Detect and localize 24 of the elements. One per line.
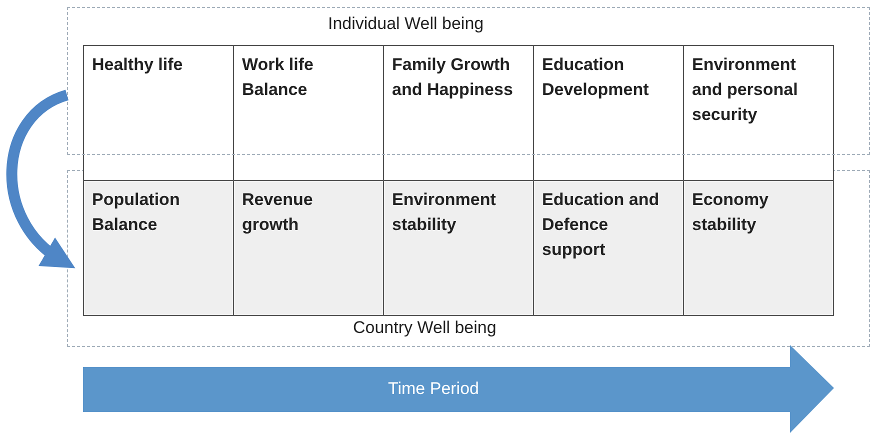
arrow-text: Time Period [388,378,479,400]
cell-text: Environment and personal security [692,54,799,126]
time-arrow [83,345,834,433]
cell-text: Population Balance [92,189,181,236]
cell-text: Education and Defence support [542,189,660,261]
cell-text: Work life Balance [242,54,314,101]
table-cell [683,45,834,181]
curved-arrow [6,90,74,270]
table-cell [383,180,534,316]
table-cell [83,180,234,316]
table-cell [233,180,384,316]
table-cell [683,180,834,316]
cell-text: Family Growth and Happiness [392,54,514,101]
dashed-region [67,170,870,347]
cell-text: Healthy life [92,54,184,76]
cell-text: Education Development [542,54,650,101]
table-cell [83,45,234,181]
cell-text: Revenue growth [242,189,314,236]
cell-text: Economy stability [692,189,770,236]
cell-text: Environment stability [392,189,497,236]
region-heading: Country Well being [353,318,496,338]
dashed-region [67,7,870,155]
region-heading: Individual Well being [328,14,484,34]
table-cell [533,180,684,316]
